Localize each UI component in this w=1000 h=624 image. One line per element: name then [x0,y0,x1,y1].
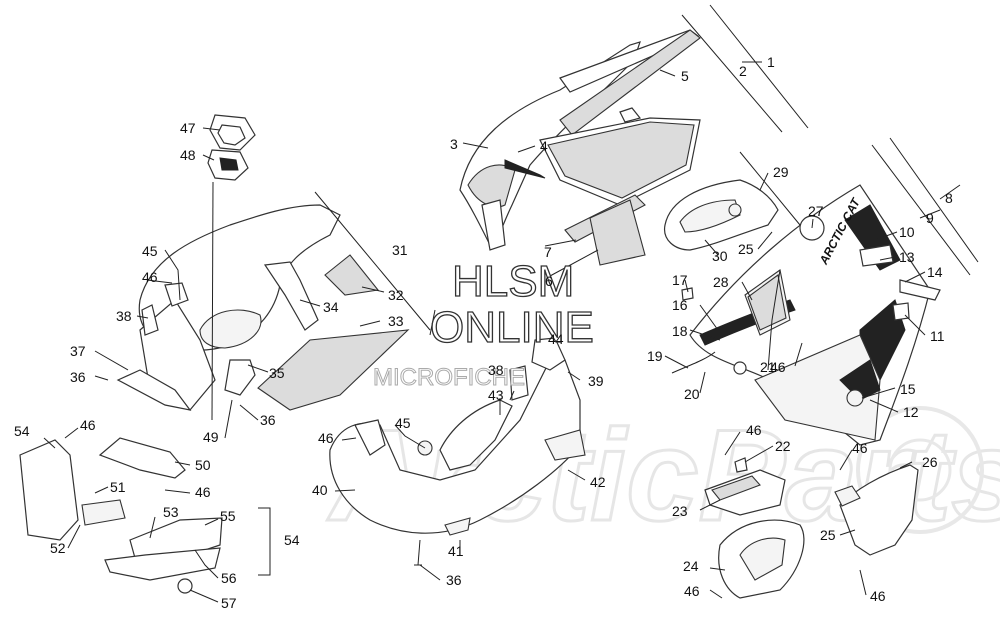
callout-31: 31 [392,242,408,258]
watermark-line-3: MICROFICHE [373,364,525,391]
callout-25-storage: 25 [738,241,754,257]
callout-7: 7 [544,244,552,260]
callout-42: 42 [590,474,606,490]
callout-8: 8 [945,190,953,206]
callout-25-panel: 25 [820,527,836,543]
callout-38-center: 38 [488,362,504,378]
callout-53: 53 [163,504,179,520]
callout-12: 12 [903,404,919,420]
callout-36-bottom: 36 [446,572,462,588]
callout-32: 32 [388,287,404,303]
callout-33: 33 [388,313,404,329]
callout-46-hardware-top: 46 [746,422,762,438]
callout-37: 37 [70,343,86,359]
callout-54-left: 54 [14,423,30,439]
callout-52: 52 [50,540,66,556]
callout-13: 13 [899,249,915,265]
callout-46-center: 46 [318,430,334,446]
callout-1: 1 [767,54,775,70]
callout-34: 34 [323,299,339,315]
callout-17: 17 [672,272,688,288]
callout-brackets [258,4,979,576]
callout-15: 15 [900,381,916,397]
callout-23: 23 [672,503,688,519]
storage-compartment-assembly [663,179,779,251]
callout-46-hardware-bottom: 46 [684,583,700,599]
leader-lines [43,61,961,603]
callout-55: 55 [220,508,236,524]
callout-27: 27 [808,203,824,219]
callout-14: 14 [927,264,943,280]
callout-9: 9 [926,210,934,226]
callout-51: 51 [110,479,126,495]
callout-46-far-right-bottom: 46 [870,588,886,604]
callout-2: 2 [739,63,747,79]
callout-labels: 1 2 3 4 5 6 7 8 9 10 11 12 13 14 15 16 1… [14,54,953,611]
watermark-line-2: ONLINE [430,303,594,352]
callout-35: 35 [269,365,285,381]
lower-right-hardware-assembly [671,287,805,599]
callout-46-left: 46 [80,417,96,433]
callout-46-upper-left: 46 [142,269,158,285]
callout-46-right-panel: 46 [770,359,786,375]
callout-50: 50 [195,457,211,473]
callout-26: 26 [922,454,938,470]
callout-5: 5 [681,68,689,84]
right-lower-side-panel [834,464,919,556]
callout-11: 11 [930,328,945,344]
callout-20: 20 [684,386,700,402]
callout-54-bracket: 54 [284,532,300,548]
callout-30: 30 [712,248,728,264]
callout-45-center: 45 [395,415,411,431]
callout-16: 16 [672,297,688,313]
callout-36-left: 36 [70,369,86,385]
windshield-assembly [459,29,701,266]
upper-hood-assembly [116,114,410,411]
callout-47: 47 [180,120,196,136]
callout-36-mid: 36 [260,412,276,428]
callout-46-lower-left: 46 [195,484,211,500]
callout-28: 28 [713,274,729,290]
callout-57: 57 [221,595,237,611]
callout-18: 18 [672,323,688,339]
callout-46-far-right-top: 46 [852,440,868,456]
callout-39: 39 [588,373,604,389]
callout-56: 56 [221,570,237,586]
callout-44: 44 [548,331,564,347]
callout-41: 41 [448,543,464,559]
callout-45-left: 45 [142,243,158,259]
callout-24: 24 [683,558,699,574]
callout-22: 22 [775,438,791,454]
background-wheel-hub-watermark [888,438,952,502]
callout-43: 43 [488,387,504,403]
callout-4: 4 [540,138,548,154]
lower-nose-assembly [329,337,586,566]
callout-3: 3 [450,136,458,152]
callout-21: 21 [760,359,776,375]
background-wheel-watermark [856,406,984,534]
callout-6: 6 [545,273,553,289]
callout-10: 10 [899,224,915,240]
callout-38-left: 38 [116,308,132,324]
watermark-line-1: HLSM [452,257,574,306]
callout-49: 49 [203,429,219,445]
callout-40: 40 [312,482,328,498]
callout-48: 48 [180,147,196,163]
lower-left-panel-assembly [19,437,223,594]
callout-29: 29 [773,164,789,180]
callout-19: 19 [647,348,663,364]
